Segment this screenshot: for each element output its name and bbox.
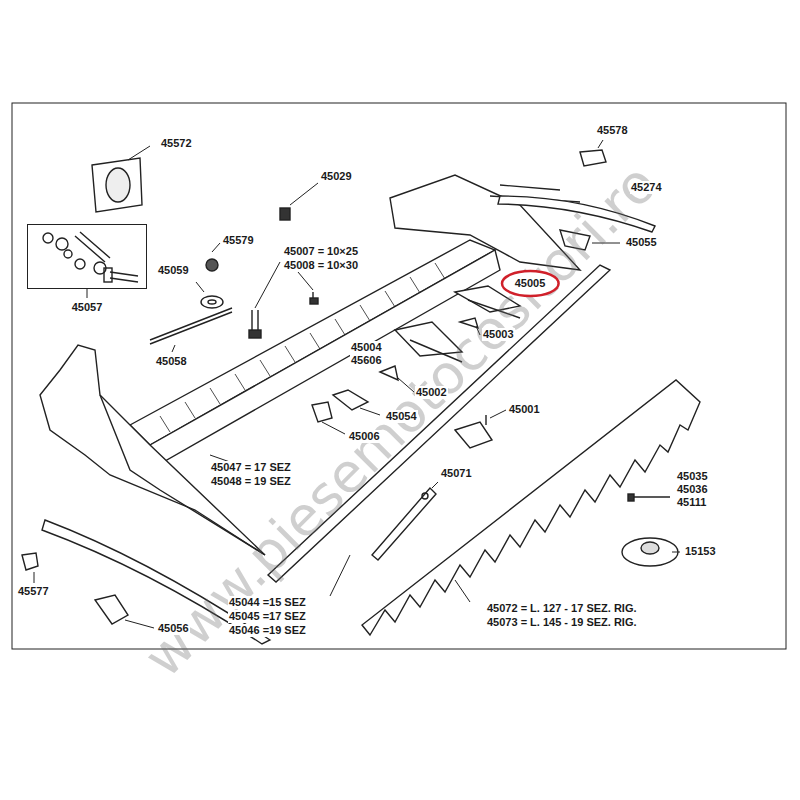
callout-number: 45006: [348, 430, 381, 443]
callout-number: 45274: [630, 181, 663, 194]
callout-number: 45003: [482, 328, 515, 341]
callout-number: 45048 = 19 SEZ: [210, 475, 292, 488]
callout-number: 45111: [676, 496, 707, 509]
callout-number: 45046 =19 SEZ: [228, 624, 307, 637]
callout-number: 45579: [222, 234, 255, 247]
callout-number: 45044 =15 SEZ: [228, 596, 307, 609]
callout-number: 45054: [385, 410, 418, 423]
callout-number: 45059: [157, 264, 190, 277]
callout-number: 45005: [515, 277, 546, 290]
callout-number: 45036: [676, 483, 709, 496]
callout-number: 45002: [415, 386, 448, 399]
callout-number: 45058: [155, 355, 188, 368]
highlight-ellipse: 45005: [500, 269, 561, 298]
callout-number: 45073 = L. 145 - 19 SEZ. RIG.: [486, 616, 638, 629]
callout-number: 45071: [440, 467, 473, 480]
callout-number: 45578: [596, 124, 629, 137]
callout-number: 45572: [160, 137, 193, 150]
callout-number: 45056: [157, 622, 190, 635]
callout-number: 45035: [676, 470, 709, 483]
callout-number: 45007 = 10×25: [283, 245, 359, 258]
callout-number: 45047 = 17 SEZ: [210, 461, 292, 474]
callout-number: 45004: [350, 341, 383, 354]
callout-number: 45029: [320, 170, 353, 183]
callout-number: 45045 =17 SEZ: [228, 610, 307, 623]
group-box: 45057: [27, 224, 147, 315]
callout-number: 45001: [508, 403, 541, 416]
callout-number: 45008 = 10×30: [283, 259, 359, 272]
callout-number: 45072 = L. 127 - 17 SEZ. RIG.: [486, 602, 638, 615]
callout-number: 45055: [625, 236, 658, 249]
callout-number: 45577: [17, 585, 50, 598]
callout-number: 15153: [684, 545, 717, 558]
callout-number: 45606: [350, 354, 383, 367]
callout-number: 45057: [72, 301, 103, 314]
